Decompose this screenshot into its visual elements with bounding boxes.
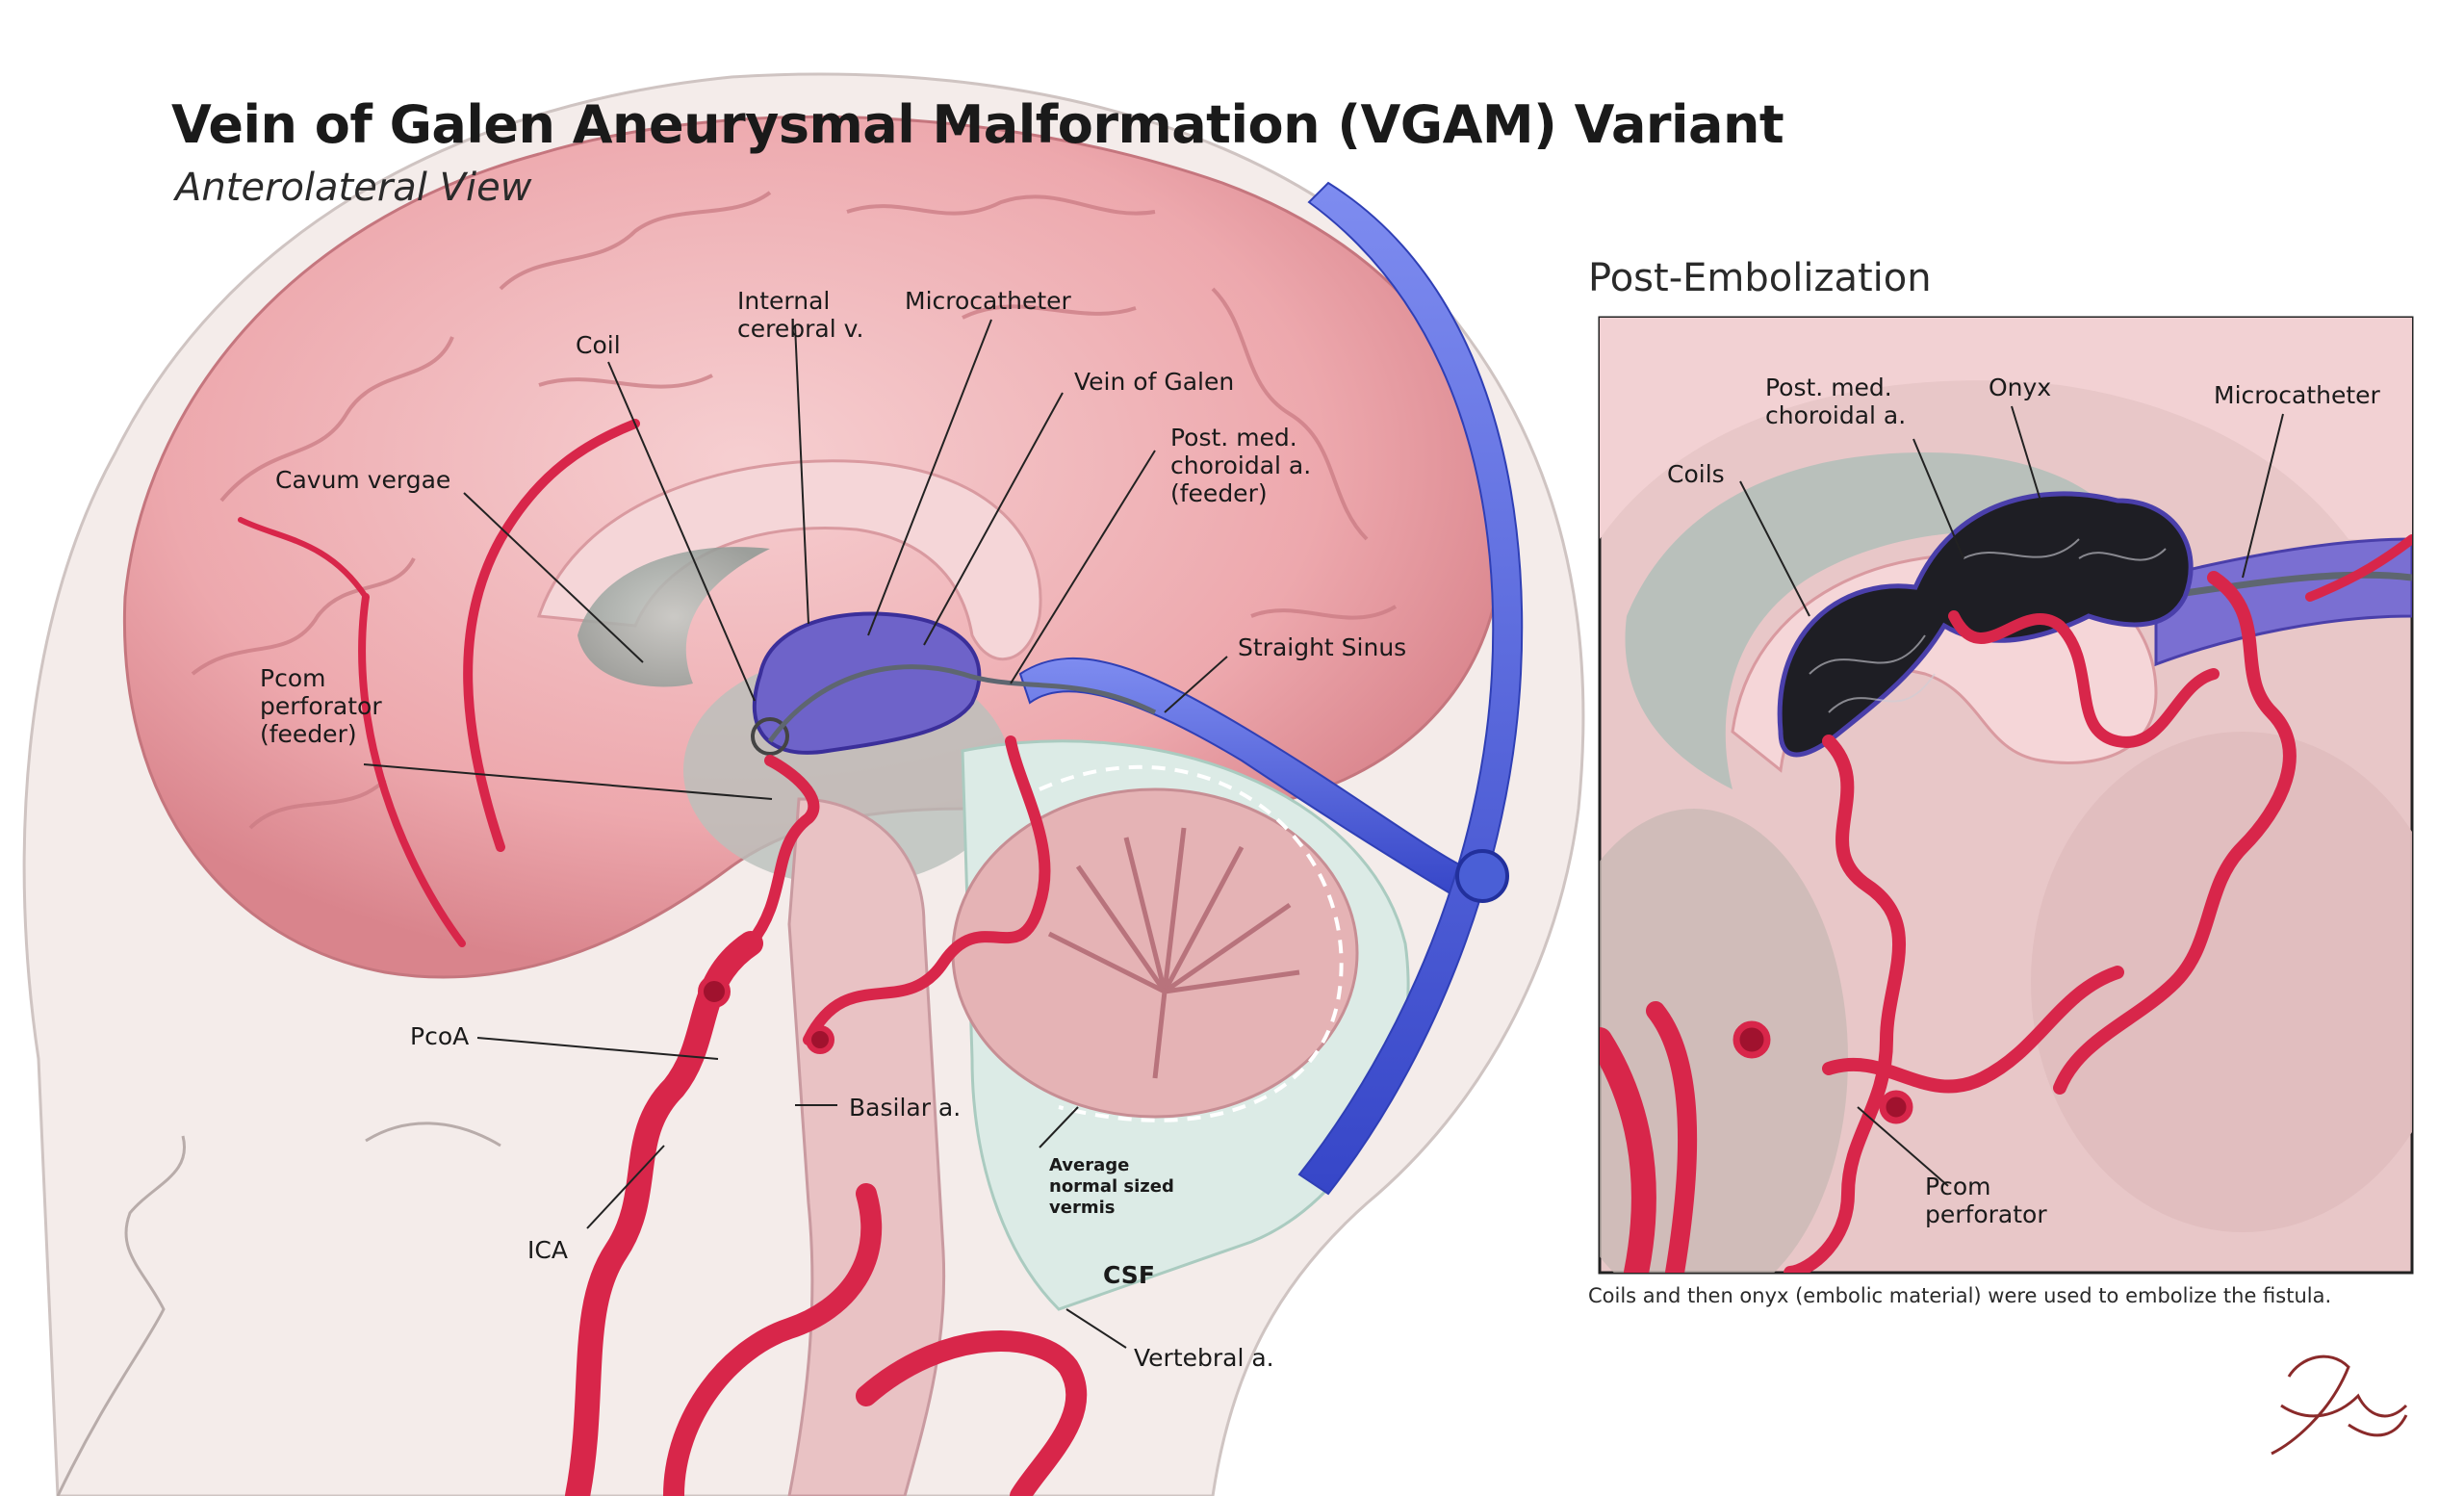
figure-title: Vein of Galen Aneurysmal Malformation (V… (171, 94, 1784, 155)
label-microcatheter: Microcatheter (905, 287, 1071, 315)
label-average-vermis: Average normal sized vermis (1049, 1155, 1174, 1218)
inset-label-post-med-choroidal: Post. med. choroidal a. (1765, 374, 1907, 429)
superior-sagittal-sinus (1297, 181, 1524, 1196)
cut-vessel-end (698, 975, 731, 1008)
inset-label-coils: Coils (1667, 460, 1725, 488)
eye-line (365, 1122, 501, 1148)
brain-gyri (191, 191, 1398, 830)
microcatheter-line (767, 664, 1157, 743)
inset-label-microcatheter: Microcatheter (2214, 381, 2380, 409)
label-ica: ICA (527, 1236, 568, 1264)
label-straight-sinus: Straight Sinus (1238, 633, 1407, 661)
label-vertebral: Vertebral a. (1134, 1344, 1274, 1372)
label-pcoa: PcoA (410, 1022, 470, 1050)
face-profile (56, 1135, 186, 1496)
feeder-arteries (238, 419, 1088, 1496)
label-pcom-perforator-feeder: Pcom perforator (feeder) (260, 664, 382, 748)
figure-subtitle: Anterolateral View (175, 166, 532, 210)
inset-illustration (1600, 318, 2412, 1273)
cut-vessel-end-2 (806, 1025, 834, 1054)
vein-of-galen-sac (752, 611, 982, 755)
label-cavum-vergae: Cavum vergae (275, 466, 451, 494)
cerebellar-vermis-folia (1047, 827, 1300, 1079)
inset-label-onyx: Onyx (1989, 374, 2052, 401)
label-post-med-choroidal-feeder: Post. med. choroidal a. (feeder) (1170, 424, 1312, 507)
label-coil: Coil (576, 331, 621, 359)
corpus-callosum (536, 459, 1042, 661)
cavum-vergae-space (578, 547, 770, 687)
label-leader-lines (363, 319, 1228, 1349)
label-vein-of-galen: Vein of Galen (1074, 368, 1235, 396)
sinus-confluence (1455, 849, 1509, 903)
inset-caption: Coils and then onyx (embolic material) w… (1588, 1284, 2332, 1307)
coil-loops (751, 717, 789, 756)
vermis-outline (1039, 764, 1344, 1122)
inset-title: Post-Embolization (1588, 256, 1932, 300)
artist-signature (2271, 1354, 2408, 1456)
label-internal-cerebral-v: Internal cerebral v. (737, 287, 864, 343)
inset-coil-mass (1777, 491, 2194, 758)
inset-label-pcom-perforator: Pcom perforator (1925, 1173, 2047, 1228)
inset-leader-lines (1739, 405, 2284, 1187)
label-csf: CSF (1103, 1261, 1155, 1289)
label-basilar: Basilar a. (849, 1094, 962, 1122)
